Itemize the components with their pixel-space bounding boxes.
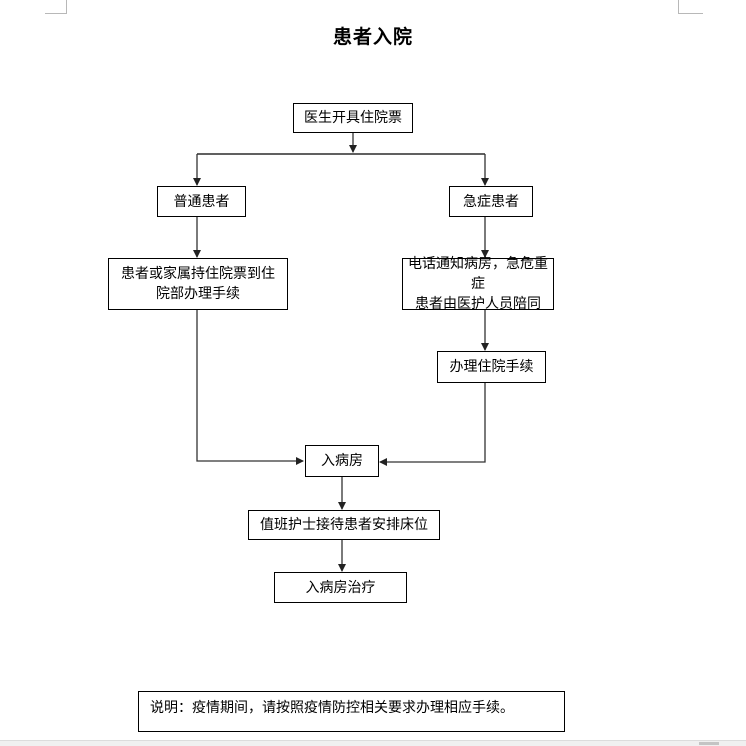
page-corner-mark-top-left: [45, 0, 67, 14]
node-doctor-ticket: 医生开具住院票: [293, 103, 413, 133]
node-nurse-arrange: 值班护士接待患者安排床位: [248, 510, 440, 540]
page-title: 患者入院: [332, 26, 413, 48]
page-corner-mark-top-right: [678, 0, 703, 14]
connector-right-to-ward: [379, 382, 486, 466]
node-enter-ward: 入病房: [305, 445, 379, 477]
horizontal-scrollbar[interactable]: [0, 740, 746, 746]
node-emergency-patient-label: 急症患者: [463, 193, 519, 210]
connector-left-to-ward: [196, 309, 304, 465]
node-emergency-procedure: 办理住院手续: [437, 351, 546, 383]
node-emergency-notify-line2: 患者由医护人员陪同: [415, 296, 541, 312]
node-emergency-notify: 电话通知病房，急危重症 患者由医护人员陪同: [402, 256, 554, 312]
scrollbar-thumb[interactable]: [699, 742, 719, 745]
node-emergency-patient: 急症患者: [449, 186, 533, 217]
node-nurse-arrange-label: 值班护士接待患者安排床位: [260, 517, 428, 533]
note-box: 说明：疫情期间，请按照疫情防控相关要求办理相应手续。: [138, 691, 565, 732]
node-ward-treatment-label: 入病房治疗: [305, 579, 376, 596]
node-normal-patient: 普通患者: [157, 186, 246, 217]
node-normal-procedure: 患者或家属持住院票到住 院部办理手续: [108, 258, 288, 310]
node-enter-ward-label: 入病房: [321, 453, 363, 469]
node-emergency-procedure-label: 办理住院手续: [449, 359, 534, 375]
node-normal-patient-label: 普通患者: [173, 193, 230, 210]
node-doctor-ticket-label: 医生开具住院票: [304, 110, 402, 126]
node-normal-procedure-line2: 院部办理手续: [156, 286, 240, 302]
node-emergency-notify-line1: 电话通知病房，急危重症: [408, 256, 548, 292]
node-normal-procedure-line1: 患者或家属持住院票到住: [121, 266, 275, 282]
note-text: 说明：疫情期间，请按照疫情防控相关要求办理相应手续。: [150, 700, 514, 716]
node-ward-treatment: 入病房治疗: [274, 572, 407, 603]
